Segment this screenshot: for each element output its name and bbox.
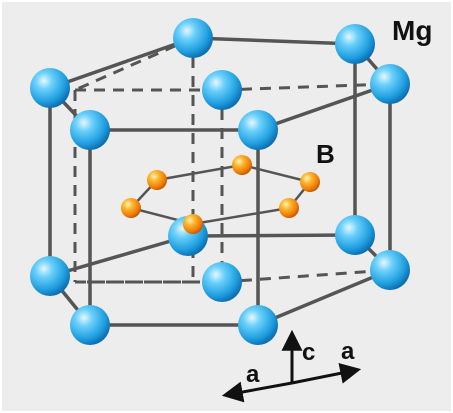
b-atom — [279, 198, 299, 218]
b-atom — [147, 170, 167, 190]
axis-a-right-arrow — [291, 362, 362, 385]
axis-a-right-label: a — [341, 338, 355, 365]
axis-a-left-arrow — [221, 381, 293, 403]
b-atom — [121, 198, 141, 218]
axis-c-label: c — [302, 339, 315, 366]
mg-atoms-front — [30, 64, 410, 345]
mg-atom — [202, 262, 242, 302]
axis-a-left-label: a — [246, 361, 260, 388]
mg-atom — [30, 68, 70, 108]
mg-atom — [70, 305, 110, 345]
b-atom — [232, 155, 252, 175]
mg-atom — [70, 110, 110, 150]
b-atom — [300, 172, 320, 192]
mg-label: Mg — [392, 15, 432, 46]
axis-indicator — [221, 329, 362, 403]
hidden-bonds — [73, 36, 391, 284]
mg-atom — [30, 256, 70, 296]
boron-atoms — [121, 155, 320, 234]
mg-atom — [335, 215, 375, 255]
mg-atom — [370, 64, 410, 104]
b-atom — [183, 214, 203, 234]
mg-atoms-back — [168, 18, 375, 302]
b-label: B — [316, 139, 335, 169]
mg-atom — [202, 70, 242, 110]
mg-atom — [173, 18, 213, 58]
mg-atom — [238, 110, 278, 150]
mg-atom — [335, 24, 375, 64]
mg-atom — [238, 305, 278, 345]
mg-atom — [370, 250, 410, 290]
